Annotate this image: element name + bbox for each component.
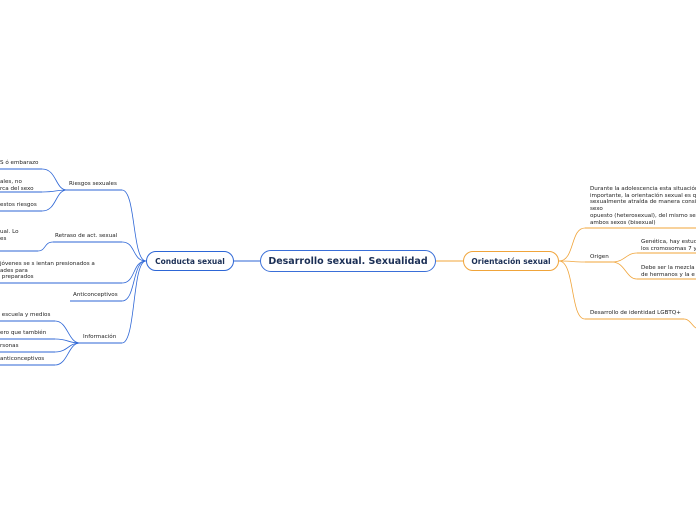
central-topic[interactable]: Desarrollo sexual. Sexualidad xyxy=(260,250,436,272)
main-topic-conducta-sexual-label: Conducta sexual xyxy=(155,256,225,266)
right-branch-connectors xyxy=(558,227,696,329)
right-node-underlines xyxy=(585,227,696,320)
origen-item-mezcla[interactable]: Debe ser la mezcla de hermanos y la e xyxy=(641,265,695,278)
main-topic-conducta-sexual[interactable]: Conducta sexual xyxy=(146,251,234,271)
riesgos-item-3[interactable]: estos riesgos xyxy=(0,202,37,208)
subtopic-riesgos-sexuales[interactable]: Riesgos sexuales xyxy=(69,181,117,187)
subtopic-anticonceptivos[interactable]: Anticonceptivos xyxy=(73,292,118,298)
subtopic-descripcion-orientacion[interactable]: Durante la adolescencia esta situación i… xyxy=(590,186,696,226)
main-topic-orientacion-sexual-label: Orientación sexual xyxy=(471,256,551,266)
central-topic-label: Desarrollo sexual. Sexualidad xyxy=(268,255,428,267)
riesgos-item-1[interactable]: S ó embarazo xyxy=(0,160,39,166)
informacion-item-4[interactable]: anticonceptivos xyxy=(0,356,45,362)
origen-item-genetica[interactable]: Genética, hay estud los cromosomas 7 y xyxy=(641,239,696,252)
subtopic-informacion[interactable]: Información xyxy=(83,334,117,340)
informacion-item-2[interactable]: ero que también xyxy=(0,330,47,336)
subtopic-origen[interactable]: Origen xyxy=(590,254,609,260)
main-topic-orientacion-sexual[interactable]: Orientación sexual xyxy=(463,251,559,271)
left-node-underlines xyxy=(0,168,122,366)
retraso-item-1[interactable]: ual. Lo es xyxy=(0,229,19,242)
riesgos-item-2[interactable]: ales, no rca del sexo xyxy=(0,179,34,192)
subtopic-identidad-lgbtq[interactable]: Desarrollo de identidad LGBTQ+ xyxy=(590,310,681,316)
subtopic-presion[interactable]: jóvenes se s ientan presionados a ades p… xyxy=(0,261,95,281)
informacion-item-3[interactable]: rsonas xyxy=(0,343,19,349)
left-branch-connectors xyxy=(37,168,147,366)
informacion-item-1[interactable]: escuela y medios xyxy=(0,312,51,318)
subtopic-retraso-act-sexual[interactable]: Retraso de act. sexual xyxy=(55,233,118,239)
